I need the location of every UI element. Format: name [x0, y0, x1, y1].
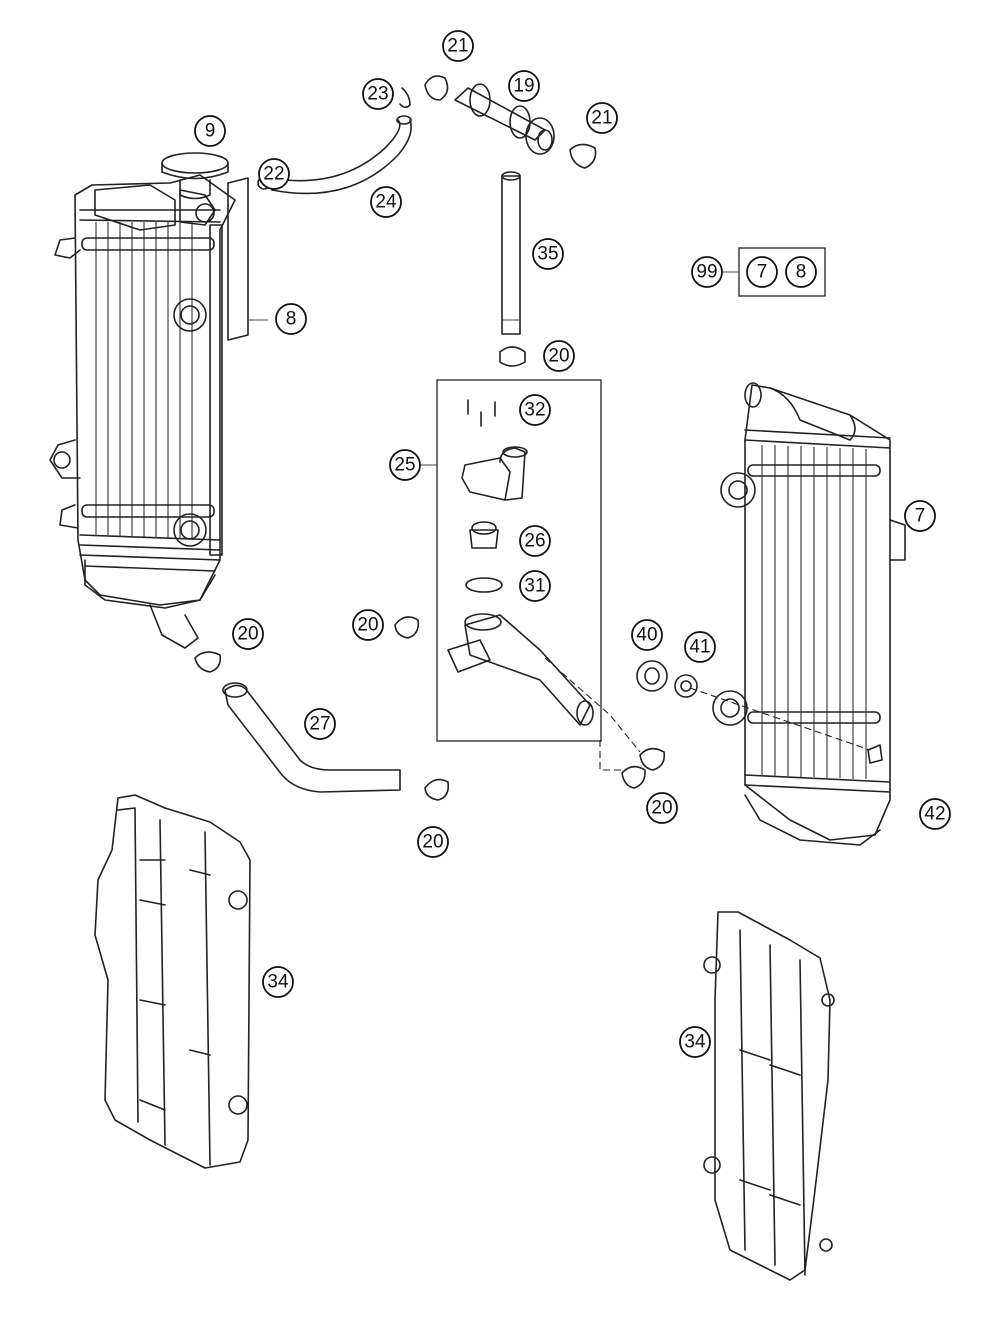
- callout-99-kit: 99: [691, 256, 723, 288]
- right-radiator: [712, 382, 906, 846]
- callout-9: 9: [194, 115, 226, 147]
- callout-20-lower-right: 20: [646, 792, 678, 824]
- overflow-hose: [257, 87, 412, 195]
- svg-text:20: 20: [357, 615, 378, 636]
- callout-34-right: 34: [679, 1026, 711, 1058]
- kit-item-8: 8: [785, 256, 817, 288]
- callout-42: 42: [919, 798, 951, 830]
- svg-text:26: 26: [524, 531, 545, 552]
- svg-text:8: 8: [796, 262, 807, 283]
- decal-sheet: [227, 177, 268, 341]
- tube: [499, 171, 526, 367]
- callout-22: 22: [258, 158, 290, 190]
- svg-text:34: 34: [684, 1032, 706, 1053]
- svg-text:35: 35: [537, 244, 558, 265]
- kit-item-7: 7: [746, 256, 778, 288]
- svg-text:34: 34: [267, 972, 289, 993]
- right-radiator-louver: [703, 911, 835, 1281]
- svg-text:20: 20: [422, 832, 443, 853]
- left-radiator-louver: [94, 794, 251, 1169]
- svg-text:20: 20: [651, 798, 672, 819]
- callout-8: 8: [275, 303, 307, 335]
- callout-40: 40: [631, 619, 663, 651]
- svg-text:23: 23: [367, 84, 388, 105]
- callout-41: 41: [684, 631, 716, 663]
- callout-21-top: 21: [442, 30, 474, 62]
- thermostat-housing: [447, 399, 594, 726]
- callout-21-right: 21: [586, 102, 618, 134]
- svg-text:99: 99: [696, 262, 717, 283]
- callout-19: 19: [508, 70, 540, 102]
- callout-24: 24: [370, 186, 402, 218]
- connector-pipe: [424, 75, 597, 169]
- svg-text:19: 19: [513, 76, 534, 97]
- callout-35: 35: [532, 238, 564, 270]
- callout-23: 23: [362, 78, 394, 110]
- svg-text:42: 42: [924, 804, 945, 825]
- svg-text:20: 20: [548, 346, 569, 367]
- callout-20-tube: 20: [543, 340, 575, 372]
- svg-text:24: 24: [375, 192, 397, 213]
- svg-text:25: 25: [394, 455, 415, 476]
- svg-text:41: 41: [689, 637, 710, 658]
- callout-34-left: 34: [262, 966, 294, 998]
- svg-text:21: 21: [591, 108, 612, 129]
- callout-27: 27: [304, 708, 336, 740]
- left-radiator: [49, 174, 236, 649]
- svg-text:20: 20: [237, 624, 258, 645]
- callout-20-left-radiator: 20: [232, 618, 264, 650]
- hose-route-line: [544, 657, 641, 753]
- svg-text:21: 21: [447, 36, 468, 57]
- lower-hose: [222, 682, 401, 793]
- svg-text:7: 7: [757, 262, 768, 283]
- svg-text:32: 32: [524, 400, 545, 421]
- callout-32: 32: [519, 394, 551, 426]
- hose-route-line-2: [599, 740, 625, 771]
- callout-20-box-left: 20: [352, 609, 384, 641]
- callout-26: 26: [519, 525, 551, 557]
- svg-text:40: 40: [636, 625, 657, 646]
- svg-text:7: 7: [915, 506, 926, 527]
- callout-7: 7: [904, 500, 936, 532]
- svg-text:9: 9: [205, 121, 216, 142]
- grommet-and-washer: [636, 660, 698, 698]
- callout-25: 25: [389, 449, 421, 481]
- svg-text:8: 8: [286, 309, 297, 330]
- callout-20-hose-end: 20: [417, 826, 449, 858]
- thermostat-group-frame: [436, 379, 602, 742]
- svg-text:22: 22: [263, 164, 284, 185]
- svg-text:27: 27: [309, 714, 330, 735]
- hose-clamps: [194, 616, 666, 801]
- svg-text:31: 31: [524, 576, 545, 597]
- radiator-cap: [161, 152, 229, 200]
- callout-31: 31: [519, 570, 551, 602]
